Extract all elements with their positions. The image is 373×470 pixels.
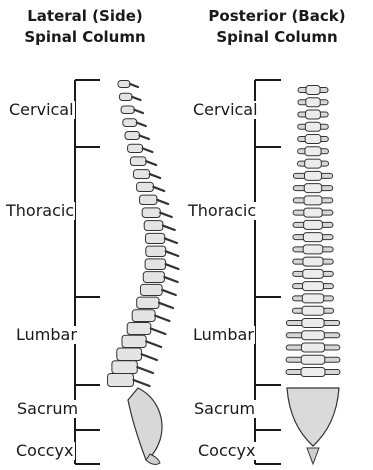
- posterior-sacrum: [287, 388, 339, 446]
- lateral-spinous-process: [159, 303, 173, 308]
- lateral-spinous-process: [146, 161, 156, 165]
- posterior-vertebra: [302, 294, 323, 303]
- lateral-spinous-process: [165, 238, 177, 243]
- posterior-vertebra: [303, 282, 324, 291]
- lateral-spinous-process: [146, 341, 161, 347]
- lateral-spinous-process: [142, 354, 157, 360]
- posterior-vertebra: [306, 98, 320, 107]
- lateral-vertebra: [146, 246, 166, 256]
- lateral-spinous-process: [166, 264, 179, 269]
- lateral-vertebra: [112, 361, 137, 374]
- lateral-vertebra: [128, 144, 143, 152]
- lateral-spinous-process: [164, 277, 177, 282]
- posterior-label-lumbar: Lumbar: [192, 326, 255, 344]
- lateral-vertebra: [123, 119, 137, 127]
- lateral-spinous-process: [139, 135, 148, 139]
- posterior-label-cervical: Cervical: [192, 101, 259, 119]
- posterior-vertebra: [304, 220, 323, 229]
- posterior-vertebra: [303, 233, 322, 242]
- posterior-vertebra: [304, 171, 321, 180]
- posterior-label-coccyx: Coccyx: [197, 442, 257, 460]
- posterior-vertebra: [305, 159, 322, 168]
- lateral-vertebra: [144, 221, 163, 231]
- posterior-coccyx: [307, 448, 319, 464]
- posterior-label-thoracic: Thoracic: [187, 202, 257, 220]
- lateral-vertebra: [108, 374, 134, 387]
- lateral-label-lumbar: Lumbar: [15, 326, 78, 344]
- lateral-spinous-process: [137, 123, 146, 126]
- lateral-spinous-process: [160, 213, 171, 217]
- lateral-spinous-process: [137, 367, 153, 373]
- lateral-vertebra: [130, 157, 146, 166]
- lateral-vertebra: [117, 348, 142, 360]
- lateral-vertebra: [145, 233, 164, 243]
- posterior-vertebra: [305, 147, 321, 156]
- lateral-spinous-process: [157, 200, 168, 204]
- posterior-region-brackets: [255, 80, 281, 464]
- lateral-label-cervical: Cervical: [8, 101, 75, 119]
- lateral-vertebra: [145, 259, 166, 270]
- posterior-vertebra: [301, 343, 324, 352]
- lateral-vertebra: [132, 310, 155, 322]
- posterior-vertebra: [303, 269, 324, 278]
- lateral-spinous-process: [162, 290, 176, 295]
- lateral-spinous-process: [166, 251, 179, 256]
- lateral-vertebra: [140, 284, 162, 295]
- posterior-vertebra: [304, 196, 322, 205]
- lateral-spine-drawing: [108, 81, 179, 465]
- posterior-vertebra: [301, 355, 325, 364]
- posterior-vertebra: [303, 257, 323, 266]
- lateral-spinous-process: [134, 110, 143, 113]
- lateral-spinous-process: [134, 380, 150, 386]
- posterior-vertebra: [306, 86, 320, 95]
- lateral-vertebra: [142, 208, 160, 218]
- lateral-vertebra: [137, 297, 159, 308]
- lateral-vertebra: [121, 106, 134, 114]
- lateral-spinous-process: [150, 174, 160, 178]
- lateral-spinous-process: [130, 84, 138, 87]
- posterior-vertebra: [305, 122, 320, 131]
- lateral-spinous-process: [132, 97, 140, 100]
- lateral-vertebra: [118, 81, 130, 88]
- lateral-vertebra: [140, 195, 157, 204]
- lateral-spinous-process: [153, 187, 164, 191]
- lateral-label-sacrum: Sacrum: [16, 400, 79, 418]
- lateral-vertebra: [122, 335, 146, 347]
- lateral-vertebra: [127, 323, 151, 335]
- posterior-vertebra: [303, 245, 323, 254]
- lateral-label-thoracic: Thoracic: [5, 202, 75, 220]
- lateral-spinous-process: [155, 316, 169, 321]
- lateral-vertebra: [143, 272, 164, 283]
- lateral-vertebra: [137, 182, 154, 191]
- posterior-label-sacrum: Sacrum: [193, 400, 256, 418]
- lateral-spinous-process: [151, 329, 166, 334]
- lateral-spinous-process: [143, 148, 153, 152]
- posterior-vertebra: [301, 368, 325, 377]
- posterior-vertebra: [302, 306, 324, 315]
- posterior-vertebra: [302, 318, 324, 327]
- lateral-spinous-process: [163, 226, 175, 230]
- posterior-spine-drawing: [286, 86, 340, 465]
- lateral-sacrum: [128, 388, 162, 460]
- posterior-vertebra: [306, 110, 321, 119]
- lateral-vertebra: [119, 93, 132, 100]
- posterior-vertebra: [305, 135, 321, 144]
- lateral-vertebra: [125, 131, 139, 139]
- lateral-label-coccyx: Coccyx: [15, 442, 75, 460]
- posterior-vertebra: [304, 208, 322, 217]
- posterior-vertebra: [304, 184, 321, 193]
- lateral-vertebra: [133, 170, 149, 179]
- posterior-vertebra: [302, 331, 325, 340]
